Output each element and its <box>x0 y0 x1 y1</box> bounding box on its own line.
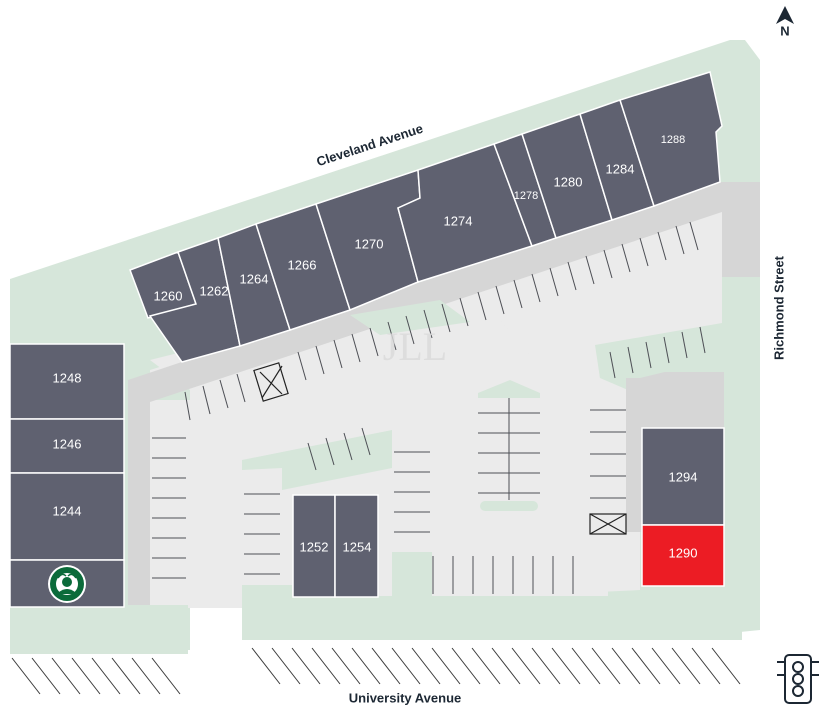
unit-label-1290: 1290 <box>669 545 698 560</box>
island-center-bottom <box>480 501 538 511</box>
unit-label-1264: 1264 <box>240 271 269 286</box>
unit-1244[interactable] <box>9 472 125 561</box>
street-label-richmond: Richmond Street <box>771 255 786 360</box>
drive-aisle-east <box>722 182 760 277</box>
compass-label: N <box>780 23 789 38</box>
watermark: JLL <box>383 324 447 369</box>
unit-label-1294: 1294 <box>669 469 698 484</box>
unit-1294[interactable] <box>641 427 725 526</box>
unit-label-1288: 1288 <box>661 134 685 146</box>
street-parking-south <box>11 647 741 695</box>
island-center <box>478 380 540 398</box>
unit-1288[interactable] <box>619 71 723 207</box>
parking-lot-west <box>150 400 250 605</box>
parking-stripes-center-left <box>394 451 430 533</box>
unit-label-1244: 1244 <box>53 503 82 518</box>
street-label-university: University Avenue <box>349 690 461 705</box>
unit-label-1260: 1260 <box>154 288 183 303</box>
unit-1248[interactable] <box>9 343 125 420</box>
coffee-logo-icon <box>48 565 86 603</box>
parking-stripes-north <box>184 221 699 421</box>
unit-label-1246: 1246 <box>53 436 82 451</box>
unit-label-1248: 1248 <box>53 370 82 385</box>
unit-label-1252: 1252 <box>300 539 329 554</box>
unit-1246[interactable] <box>9 418 125 474</box>
north-building <box>129 71 723 363</box>
parking-stripes-south <box>432 556 574 594</box>
green-bottom-strip <box>10 608 188 654</box>
parking-stripes-west <box>152 437 280 579</box>
island-sw-fill <box>242 596 742 640</box>
traffic-light-icon <box>777 654 819 704</box>
loading-zone-icon <box>253 362 289 402</box>
island-1252 <box>242 430 392 490</box>
parking-stripes-center <box>478 398 540 500</box>
unit-label-1270: 1270 <box>355 236 384 251</box>
unit-label-1278: 1278 <box>514 190 538 202</box>
island-north <box>350 300 470 335</box>
unit-1254[interactable] <box>334 494 379 598</box>
unit-label-1254: 1254 <box>343 539 372 554</box>
island-ne <box>595 323 722 378</box>
unit-label-1262: 1262 <box>200 283 229 298</box>
north-arrow-icon <box>776 6 794 24</box>
unit-label-1266: 1266 <box>288 257 317 272</box>
loading-zone-icon <box>589 513 627 535</box>
unit-1252[interactable] <box>292 494 336 598</box>
parking-stripes-1252 <box>307 427 371 471</box>
parking-stripes-ne <box>609 326 706 379</box>
parking-stripes-east <box>590 409 626 499</box>
unit-label-1280: 1280 <box>554 174 583 189</box>
unit-label-1274: 1274 <box>444 213 473 228</box>
unit-1290[interactable] <box>641 524 725 587</box>
unit-label-1284: 1284 <box>606 161 635 176</box>
